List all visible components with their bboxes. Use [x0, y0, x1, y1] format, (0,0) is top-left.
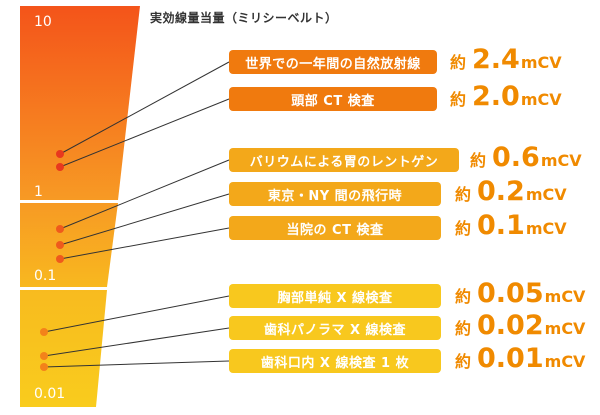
- value-number: 2.4: [472, 44, 520, 75]
- value-number: 2.0: [472, 81, 520, 112]
- connector-line: [59, 227, 230, 260]
- unit-title: 実効線量当量（ミリシーベルト）: [150, 11, 338, 25]
- exposure-label: バリウムによる胃のレントゲン: [229, 148, 459, 172]
- marker-dot: [56, 150, 64, 158]
- band-0.1-to-0.01: [20, 290, 107, 407]
- value-number: 0.02: [477, 310, 544, 341]
- value-prefix: 約: [455, 319, 472, 338]
- tick-label-0.1: 0.1: [34, 268, 57, 284]
- value-unit: mCV: [520, 53, 562, 72]
- exposure-label: 世界での一年間の自然放射線: [229, 50, 437, 74]
- marker-dot: [40, 352, 48, 360]
- value-unit: mCV: [520, 90, 562, 109]
- value-prefix: 約: [450, 53, 467, 72]
- connector-line: [59, 159, 230, 230]
- marker-dot: [56, 225, 64, 233]
- connector-line: [43, 295, 230, 333]
- marker-dot: [40, 328, 48, 336]
- band-1-to-0.1: [20, 203, 118, 287]
- value-prefix: 約: [455, 219, 472, 238]
- value-prefix: 約: [455, 185, 472, 204]
- value-number: 0.6: [492, 142, 540, 173]
- exposure-label: 頭部 CT 検査: [229, 87, 437, 111]
- value-number: 0.1: [477, 210, 525, 241]
- value-number: 0.01: [477, 343, 544, 374]
- tick-label-1: 1: [34, 184, 43, 200]
- value-unit: mCV: [525, 185, 567, 204]
- marker-dot: [56, 163, 64, 171]
- value-prefix: 約: [455, 352, 472, 371]
- connector-line: [59, 98, 230, 168]
- value-prefix: 約: [450, 90, 467, 109]
- value-unit: mCV: [540, 151, 582, 170]
- value-unit: mCV: [525, 219, 567, 238]
- connector-line: [43, 327, 230, 357]
- tick-label-10: 10: [34, 14, 52, 30]
- marker-dot: [56, 241, 64, 249]
- connector-line: [59, 61, 230, 155]
- value-unit: mCV: [544, 287, 586, 306]
- exposure-label: 歯科パノラマ X 線検査: [229, 316, 441, 340]
- value-prefix: 約: [470, 151, 487, 170]
- value-number: 0.2: [477, 176, 525, 207]
- connector-line: [59, 193, 230, 246]
- marker-dot: [56, 255, 64, 263]
- value-unit: mCV: [544, 319, 586, 338]
- exposure-label: 東京・NY 間の飛行時: [229, 182, 441, 206]
- tick-label-0.01: 0.01: [34, 386, 66, 402]
- connector-line: [43, 360, 230, 368]
- connector-lines: [40, 61, 230, 371]
- exposure-label: 当院の CT 検査: [229, 216, 441, 240]
- value-unit: mCV: [544, 352, 586, 371]
- value-prefix: 約: [455, 287, 472, 306]
- marker-dot: [40, 363, 48, 371]
- exposure-label: 歯科口内 X 線検査 1 枚: [229, 349, 441, 373]
- value-number: 0.05: [477, 278, 544, 309]
- band-10-to-1: [20, 6, 140, 200]
- exposure-label: 胸部単純 X 線検査: [229, 284, 441, 308]
